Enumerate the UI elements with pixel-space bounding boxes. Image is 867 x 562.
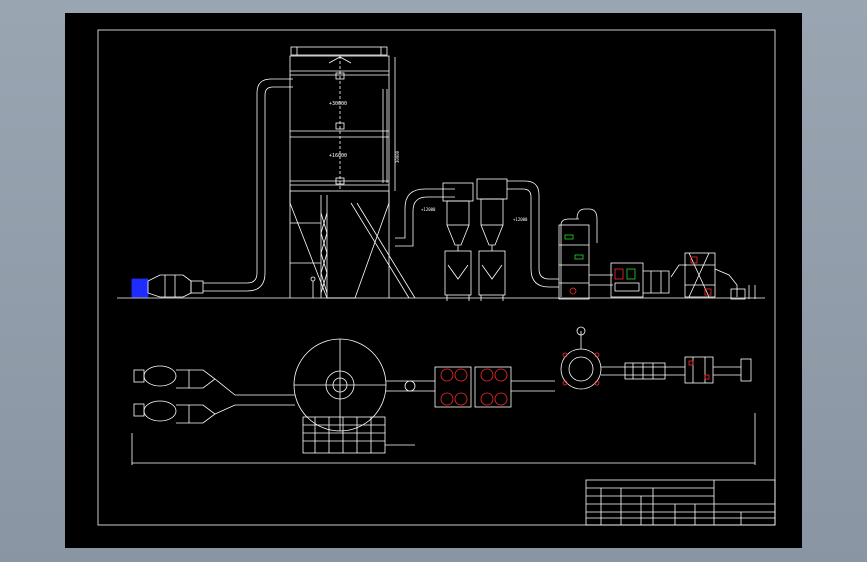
cyclone-level-label: +12000 — [421, 207, 436, 212]
treatment-unit — [610, 262, 670, 298]
tower-support-frame — [289, 191, 416, 299]
pump-icon — [569, 287, 577, 295]
scrubber-level-label: +12000 — [513, 217, 528, 222]
title-block — [585, 479, 776, 526]
level-top-label: +30000 — [329, 101, 347, 107]
spray-tower: +30000 +16000 30000 — [289, 46, 400, 299]
drawing-border — [97, 29, 776, 526]
level-mid-label: +16000 — [329, 153, 347, 159]
main-duct — [203, 78, 293, 292]
spray-nozzle-icon — [564, 234, 574, 240]
cyclone-1 — [442, 182, 474, 301]
induced-draft-fan — [131, 274, 204, 298]
cyclone-inlet-duct: +12000 — [395, 188, 455, 247]
height-dimension-label: 30000 — [395, 150, 400, 163]
drawing-sheet[interactable]: +30000 +16000 30000 — [65, 13, 802, 548]
fan-motor-icon — [131, 278, 149, 298]
plan-view — [131, 326, 756, 465]
cyclone-2: +12000 — [476, 178, 559, 301]
process-flow-drawing: +30000 +16000 30000 — [97, 29, 776, 526]
spray-nozzle-icon — [574, 254, 584, 260]
final-filter — [670, 252, 756, 300]
scrubber-column — [558, 208, 613, 300]
